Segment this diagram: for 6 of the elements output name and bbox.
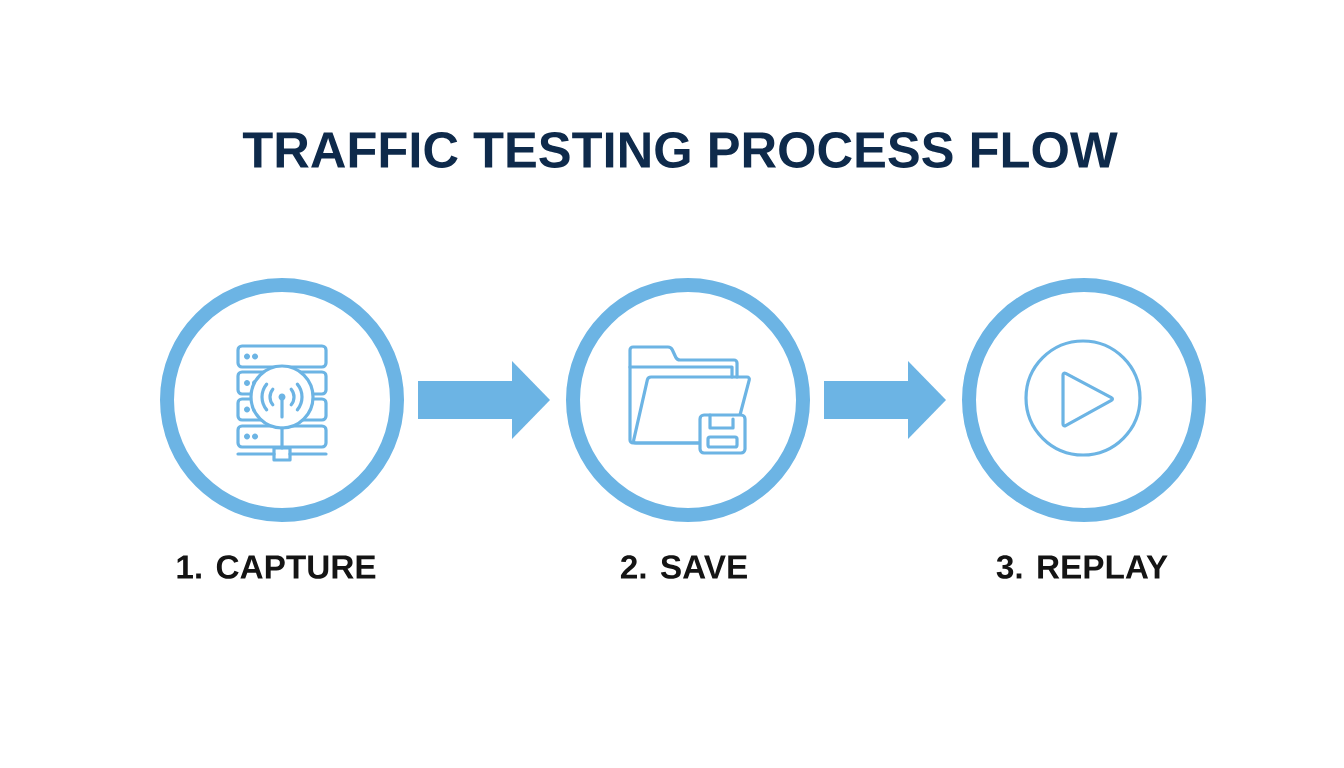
arrow [824,361,946,439]
arrow [418,361,550,439]
step-label: 2. SAVE [620,555,747,579]
step-label: 1. CAPTURE [177,555,376,579]
title: TRAFFIC TESTING PROCESS FLOW [242,132,1118,168]
step-label: 3. REPLAY [996,555,1168,579]
